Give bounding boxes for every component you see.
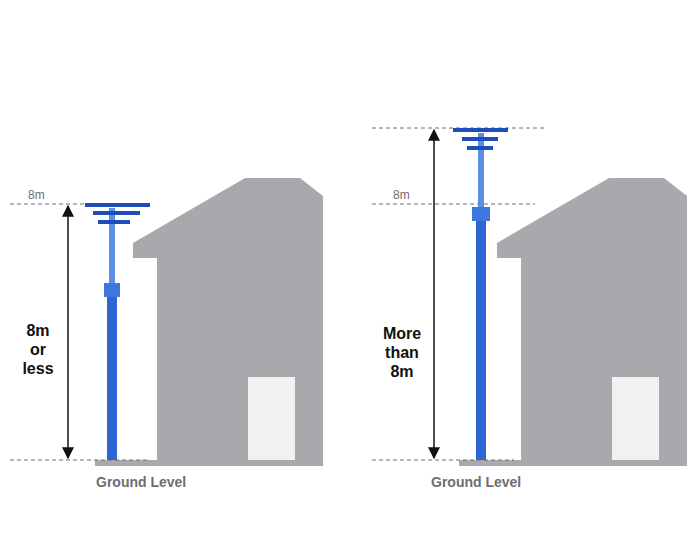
dimension-arrow bbox=[433, 130, 435, 458]
ground-line bbox=[10, 460, 150, 461]
dimension-label: 8m or less bbox=[18, 321, 58, 378]
left-panel bbox=[10, 178, 323, 466]
crossarm bbox=[85, 203, 150, 207]
door bbox=[248, 377, 295, 460]
ground-label: Ground Level bbox=[431, 474, 521, 490]
door bbox=[612, 377, 659, 460]
pole bbox=[476, 213, 486, 460]
pole bbox=[107, 290, 117, 460]
crossarm bbox=[98, 220, 130, 224]
pole-joint bbox=[472, 207, 490, 221]
right-panel bbox=[372, 128, 687, 466]
crossarm bbox=[462, 137, 498, 141]
house bbox=[459, 178, 687, 466]
ground-label: Ground Level bbox=[96, 474, 186, 490]
crossarm bbox=[467, 146, 493, 150]
height-line bbox=[372, 204, 535, 205]
crossarm bbox=[453, 128, 508, 132]
house bbox=[95, 178, 323, 466]
dimension-label: More than 8m bbox=[376, 324, 428, 381]
pole-upper bbox=[478, 133, 484, 213]
height-label: 8m bbox=[28, 188, 45, 202]
ground-line bbox=[372, 460, 514, 461]
pole-joint bbox=[104, 283, 120, 297]
dimension-arrow bbox=[67, 206, 69, 458]
height-label: 8m bbox=[393, 188, 410, 202]
crossarm bbox=[93, 211, 140, 215]
